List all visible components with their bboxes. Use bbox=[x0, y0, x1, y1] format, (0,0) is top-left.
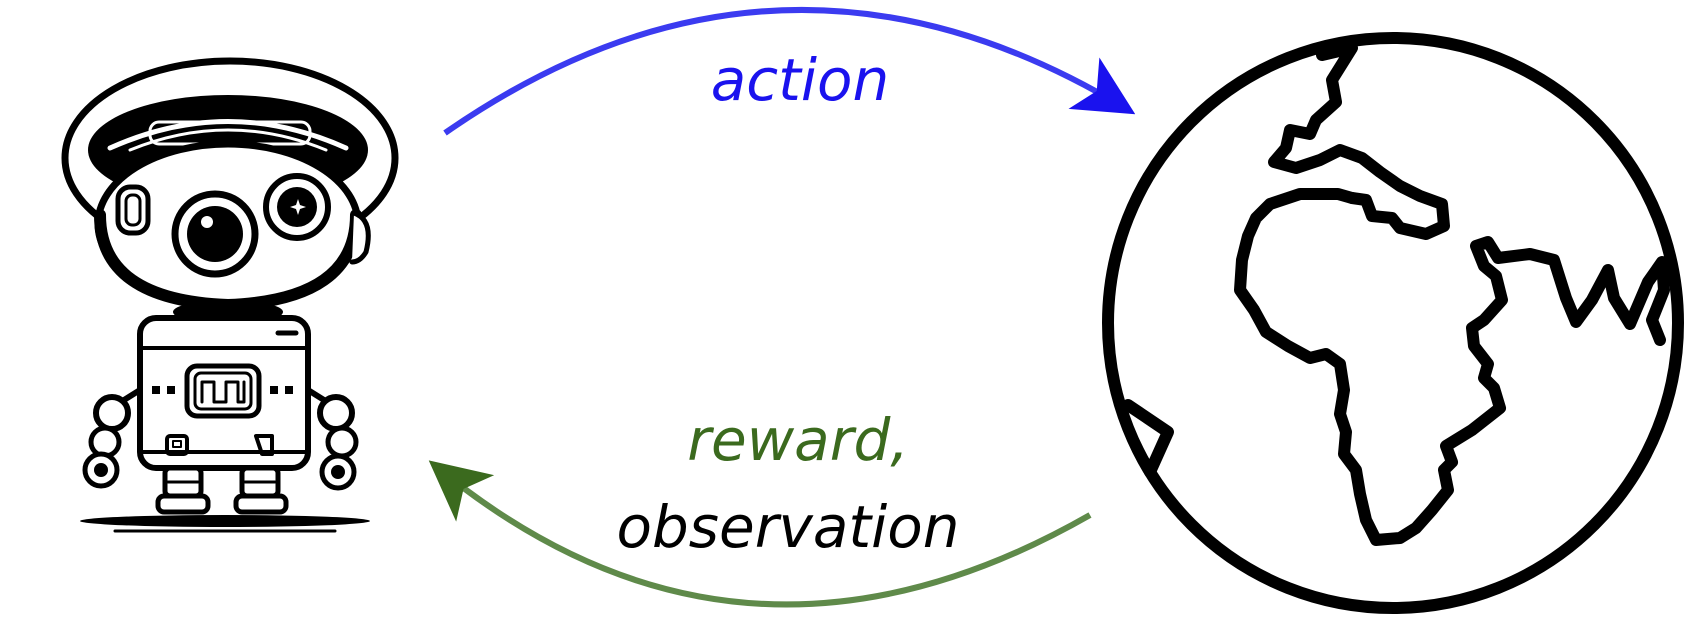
action-arrow bbox=[443, 6, 1136, 136]
reward-label: reward bbox=[687, 406, 891, 474]
action-label: action bbox=[711, 46, 890, 114]
reward-label-line: reward, bbox=[687, 406, 909, 474]
feedback-arrow bbox=[428, 460, 1092, 608]
observation-label: observation bbox=[616, 493, 959, 561]
reward-comma: , bbox=[890, 406, 908, 474]
globe-icon bbox=[1102, 32, 1684, 614]
robot-icon bbox=[61, 57, 399, 533]
